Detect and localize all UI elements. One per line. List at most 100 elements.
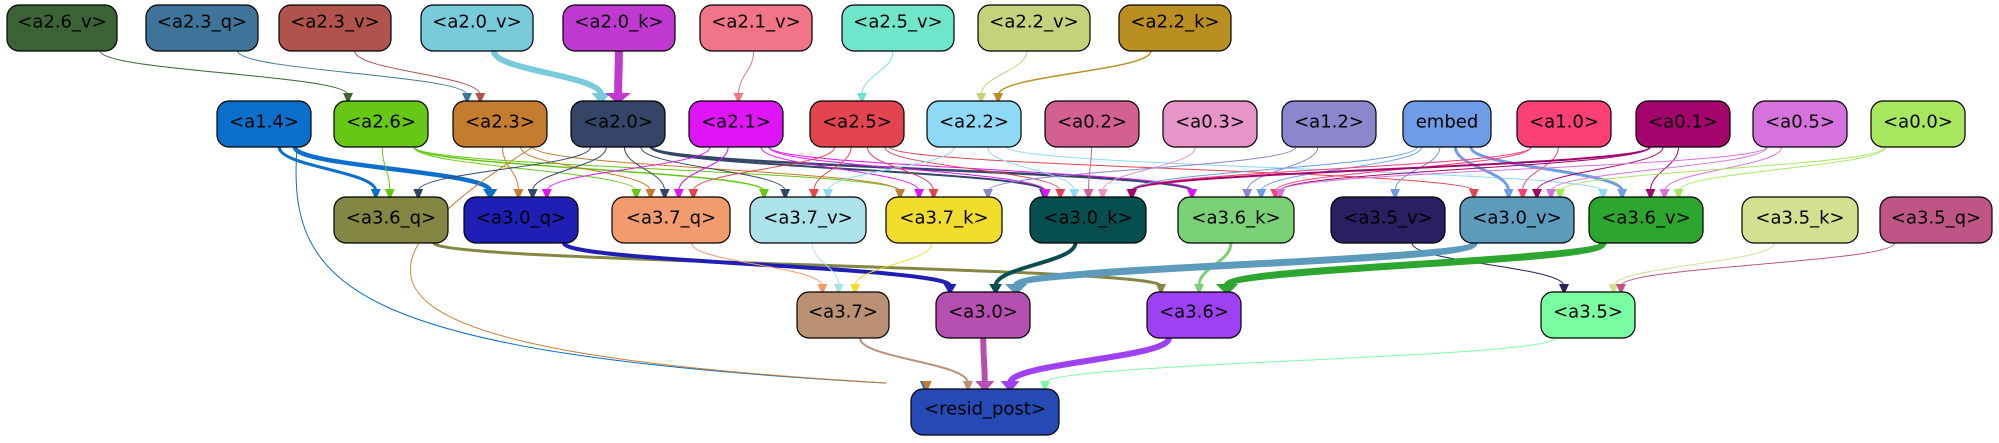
edge-arrowhead [1097, 189, 1108, 200]
node-label: <a0.5> [1765, 112, 1835, 133]
nodes-layer: <a2.6_v> <a2.3_q> <a2.3_v> <a2.0_v> <a2.0_k>… [6, 4, 1993, 436]
node-a2-6[interactable]: <a2.6> [333, 100, 429, 148]
node-label: <a3.7_v> [763, 208, 852, 229]
node-box [1879, 196, 1993, 244]
node-a1-2[interactable]: <a1.2> [1281, 100, 1377, 148]
node-a3-0-q[interactable]: <a3.0_q> [463, 196, 579, 244]
node-a2-3[interactable]: <a2.3> [452, 100, 548, 148]
edge-a2.0-to-a3.7_q [623, 146, 670, 200]
edge-path [532, 146, 901, 192]
node-a2-6-v[interactable]: <a2.6_v> [6, 4, 118, 52]
edge-a2.5-to-a3.7_q [688, 146, 836, 200]
edge-arrowhead [1000, 381, 1020, 392]
node-label: <a3.6_q> [346, 208, 436, 229]
node-a3-0-k[interactable]: <a3.0_k> [1029, 196, 1147, 244]
edge-a0.1-to-a3.0_k [1127, 146, 1651, 200]
node-a2-1-v[interactable]: <a2.1_v> [699, 4, 813, 52]
edge-path [1102, 146, 1196, 192]
edge-arrowhead [989, 284, 1002, 295]
node-a2-1[interactable]: <a2.1> [688, 100, 784, 148]
edge-a3.0_v-to-a3.0 [1004, 239, 1478, 295]
node-box [910, 388, 1060, 436]
edge-path [691, 242, 823, 287]
node-a1-0[interactable]: <a1.0> [1516, 100, 1612, 148]
node-label: <resid_post> [924, 399, 1046, 420]
edge-arrowhead [384, 189, 395, 200]
node-label: <a2.2_v> [989, 12, 1078, 33]
node-a3-7-v[interactable]: <a3.7_v> [749, 196, 867, 244]
edge-path [1550, 146, 1768, 192]
node-a2-2[interactable]: <a2.2> [926, 100, 1022, 148]
node-label: <a2.5_v> [853, 12, 942, 33]
edge-path [640, 146, 786, 192]
node-a3-5-v[interactable]: <a3.5_v> [1330, 196, 1446, 244]
edge-path [866, 146, 935, 192]
edge-a3.5-to-resid_post [1040, 337, 1556, 392]
node-box [935, 291, 1031, 339]
edge-arrowhead [975, 381, 995, 392]
edge-arrowhead [993, 93, 1004, 104]
edge-arrowhead [817, 284, 828, 295]
edge-path [277, 146, 378, 192]
node-a3-7-k[interactable]: <a3.7_k> [885, 196, 1003, 244]
node-label: <a0.1> [1648, 112, 1718, 133]
node-a3-6-k[interactable]: <a3.6_k> [1177, 196, 1295, 244]
edge-a2.2-to-a3.7_v [822, 146, 955, 200]
node-a3-7[interactable]: <a3.7> [796, 291, 890, 339]
edge-path [980, 337, 988, 384]
node-a2-3-v[interactable]: <a2.3_v> [278, 4, 392, 52]
node-label: <a3.0_q> [476, 208, 566, 229]
edge-path [295, 146, 886, 384]
node-box [452, 100, 548, 148]
node-resid-post[interactable]: <resid_post> [910, 388, 1060, 436]
edge-arrowhead [943, 284, 957, 295]
edge-path [692, 146, 836, 192]
node-a3-6-q[interactable]: <a3.6_q> [333, 196, 449, 244]
node-a3-0[interactable]: <a3.0> [935, 291, 1031, 339]
node-box [1118, 4, 1232, 52]
edge-a2.6_v-to-a2.6 [99, 50, 353, 104]
edge-a2.0-to-a3.0_q [527, 146, 607, 200]
edge-a3.7_k-to-a3.7 [850, 242, 933, 295]
node-box [885, 196, 1003, 244]
node-box [809, 100, 905, 148]
node-a2-5[interactable]: <a2.5> [809, 100, 905, 148]
node-embed[interactable]: embed [1402, 100, 1492, 148]
edge-arrowhead [1616, 284, 1626, 295]
node-a3-7-q[interactable]: <a3.7_q> [611, 196, 731, 244]
node-a3-5[interactable]: <a3.5> [1540, 291, 1636, 339]
edge-a3.0-to-resid_post [975, 337, 995, 392]
node-box [216, 100, 312, 148]
node-label: <a1.4> [229, 112, 299, 133]
node-a3-0-v[interactable]: <a3.0_v> [1459, 196, 1575, 244]
node-a3-5-q[interactable]: <a3.5_q> [1879, 196, 1993, 244]
edge-path [827, 146, 955, 192]
node-a2-0[interactable]: <a2.0> [570, 100, 666, 148]
edge-arrowhead [1659, 189, 1670, 200]
node-a0-1[interactable]: <a0.1> [1635, 100, 1731, 148]
node-a3-6-v[interactable]: <a3.6_v> [1588, 196, 1704, 244]
edges-layer [99, 49, 1895, 392]
node-a2-2-v[interactable]: <a2.2_v> [977, 4, 1091, 52]
node-a0-5[interactable]: <a0.5> [1752, 100, 1848, 148]
node-a0-3[interactable]: <a0.3> [1162, 100, 1258, 148]
edge-a2.5_v-to-a2.5 [856, 50, 894, 104]
node-box [1540, 291, 1636, 339]
edge-arrowhead [1194, 284, 1205, 295]
node-a1-4[interactable]: <a1.4> [216, 100, 312, 148]
node-a3-5-k[interactable]: <a3.5_k> [1741, 196, 1859, 244]
node-box [570, 100, 666, 148]
node-a2-0-k[interactable]: <a2.0_k> [562, 4, 676, 52]
edge-path [432, 241, 1163, 288]
node-a2-2-k[interactable]: <a2.2_k> [1118, 4, 1232, 52]
edge-a2.3_q-to-a2.3 [237, 50, 472, 104]
node-a0-2[interactable]: <a0.2> [1044, 100, 1140, 148]
edge-arrowhead [1004, 284, 1028, 295]
node-a2-5-v[interactable]: <a2.5_v> [841, 4, 955, 52]
node-a2-3-q[interactable]: <a2.3_q> [145, 4, 259, 52]
node-a0-0[interactable]: <a0.0> [1870, 100, 1966, 148]
edge-arrowhead [413, 189, 424, 200]
node-a3-6[interactable]: <a3.6> [1146, 291, 1242, 339]
edge-path [1131, 146, 1651, 192]
node-a2-0-v[interactable]: <a2.0_v> [420, 4, 534, 52]
